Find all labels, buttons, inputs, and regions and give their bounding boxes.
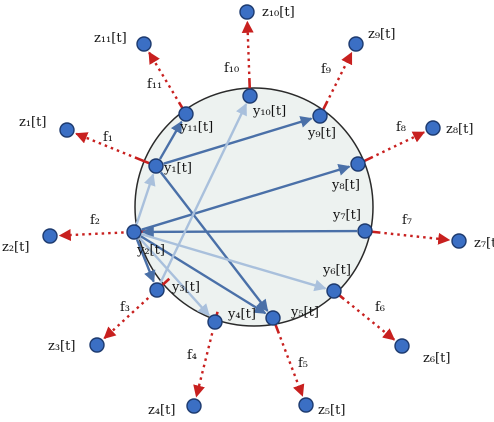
output-fn-label-y4: f₄ [187, 348, 197, 363]
output-fn-label-y8: f₈ [396, 120, 406, 135]
output-label-z4: z₄[t] [148, 403, 175, 418]
edge-y7-y2 [141, 225, 358, 238]
edge-y1-y11 [158, 120, 183, 160]
output-label-z11: z₁₁[t] [94, 31, 127, 46]
output-arrow-y4 [193, 332, 214, 398]
state-label-y8: y₈[t] [331, 178, 360, 193]
state-node-y9 [312, 108, 328, 124]
output-node-z1 [59, 122, 75, 138]
edge-y2-y4 [138, 237, 210, 317]
state-label-y6: y₆[t] [322, 263, 351, 278]
output-label-z9: z₉[t] [368, 27, 395, 42]
state-node-y7 [357, 223, 373, 239]
output-arrow-y7 [384, 231, 451, 245]
output-label-z5: z₅[t] [318, 403, 345, 418]
output-arrow-y6 [346, 300, 396, 341]
output-node-z5 [298, 397, 314, 413]
state-label-y1: y₁[t] [163, 161, 192, 176]
output-arrow-y5 [279, 336, 305, 397]
output-arrow-y3 [103, 292, 154, 340]
edge-y2-y5 [140, 235, 267, 315]
edge-y3-y10 [159, 103, 248, 284]
output-arrow-y11 [148, 51, 178, 100]
output-label-z6: z₆[t] [423, 351, 450, 366]
output-solid-y1 [134, 156, 153, 166]
output-fn-label-y6: f₆ [375, 300, 385, 315]
output-node-z11 [136, 36, 152, 52]
output-label-z2: z₂[t] [2, 240, 29, 255]
output-fn-label-y9: f₉ [321, 62, 331, 77]
state-node-y6 [326, 283, 342, 299]
state-label-y10: y₁₀[t] [252, 104, 286, 119]
state-label-y4: y₄[t] [227, 307, 256, 322]
state-node-y8 [350, 156, 366, 172]
system-circle [134, 87, 374, 327]
output-node-z6 [394, 338, 410, 354]
output-label-z10: z₁₀[t] [262, 5, 295, 20]
state-node-y11 [178, 106, 194, 122]
state-node-y10 [242, 88, 258, 104]
output-fn-label-y3: f₃ [120, 300, 130, 315]
state-node-y1 [148, 158, 164, 174]
state-label-y9: y₉[t] [307, 126, 336, 141]
output-fn-label-y7: f₇ [402, 213, 412, 228]
output-fn-label-y2: f₂ [90, 213, 100, 228]
output-node-z8 [425, 120, 441, 136]
labels: f₁ f₂ f₃ f₄ f₅ f₆ f₇ f₈ f₉ f₁₀ f₁₁ y₁[t] y₂[t] y₃[t] y… [2, 5, 494, 418]
edge-y2-y1 [135, 173, 156, 225]
state-label-y3: y₃[t] [171, 280, 200, 295]
nodes [42, 4, 467, 414]
edge-y1-y9 [163, 116, 313, 165]
output-node-z3 [89, 337, 105, 353]
state-node-y4 [207, 314, 223, 330]
output-fn-label-y10: f₁₀ [224, 61, 239, 76]
edge-y2-y8 [141, 164, 351, 231]
state-label-y2: y₂[t] [136, 243, 165, 258]
state-node-y5 [265, 310, 281, 326]
output-node-z9 [348, 36, 364, 52]
output-arrow-y10 [241, 20, 254, 75]
output-fn-label-y5: f₅ [298, 356, 308, 371]
output-arrow-y9 [328, 51, 353, 99]
state-label-y11: y₁₁[t] [179, 120, 213, 135]
output-label-z1: z₁[t] [19, 115, 46, 130]
state-node-y2 [126, 224, 142, 240]
edge-y2-y6 [141, 233, 327, 292]
output-node-z2 [42, 228, 58, 244]
edge-y1-y5 [159, 171, 269, 312]
output-arrow-y8 [375, 131, 426, 157]
output-node-z4 [186, 398, 202, 414]
output-label-z7: z₇[t] [474, 236, 494, 251]
output-node-z7 [451, 233, 467, 249]
output-fn-label-y1: f₁ [103, 130, 113, 145]
state-node-y3 [149, 282, 165, 298]
output-label-z3: z₃[t] [48, 339, 75, 354]
state-label-y5: y₅[t] [290, 305, 319, 320]
output-node-z10 [239, 4, 255, 20]
edge-y2-y3 [135, 238, 156, 283]
output-label-z8: z₈[t] [446, 122, 473, 137]
output-arrow-y2 [58, 229, 124, 242]
internal-edges [135, 103, 358, 317]
output-fn-label-y11: f₁₁ [147, 77, 162, 92]
state-label-y7: y₇[t] [332, 208, 361, 223]
